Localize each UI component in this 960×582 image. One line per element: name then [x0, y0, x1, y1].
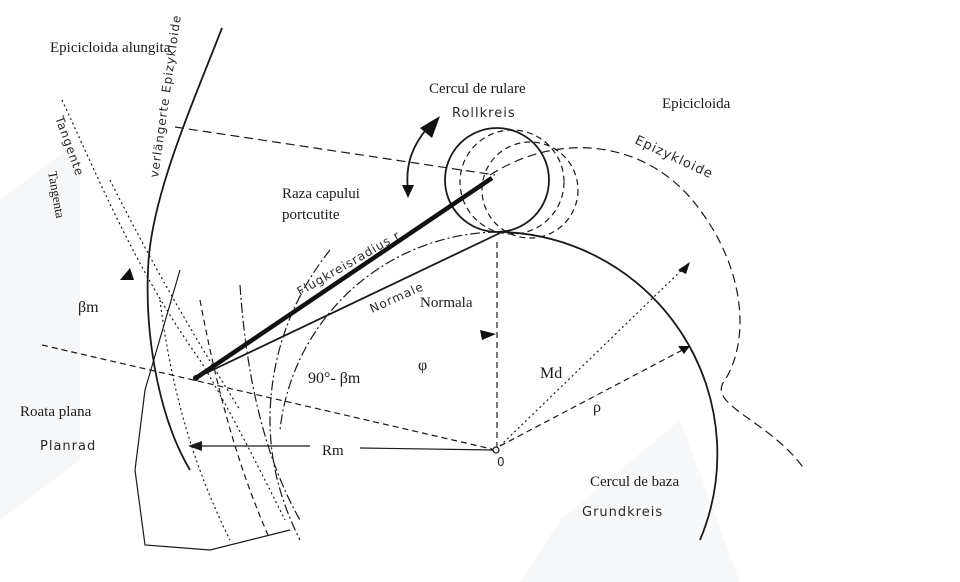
rolling-direction-arrow: [420, 116, 440, 138]
rolling-circle: [444, 127, 550, 233]
label-ninety-minus-beta: 90°- βm: [308, 370, 361, 387]
label-o: 0: [497, 455, 506, 469]
head-circle-arc: [269, 249, 331, 541]
label-rollkreis: Rollkreis: [452, 106, 516, 121]
label-normale: Normale: [368, 279, 427, 315]
planrad-inner-arc-1: [199, 299, 269, 536]
rolling-direction-arc: [406, 124, 431, 191]
label-normala: Normala: [420, 295, 473, 311]
label-grundkreis: Grundkreis: [582, 505, 663, 520]
label-portcutite: portcutite: [282, 207, 340, 223]
label-epicicloida: Epicicloida: [662, 96, 731, 112]
label-beta-m: βm: [78, 299, 99, 316]
radial-line-to-md: [499, 261, 691, 447]
rolling-direction-arrow-bottom: [402, 185, 414, 198]
label-epicicloida-alungita: Epicicloida alungita: [50, 40, 171, 56]
label-epizykloide: Epizykloide: [632, 133, 715, 182]
label-planrad: Planrad: [40, 439, 96, 454]
label-cercul-de-baza: Cercul de baza: [590, 474, 679, 490]
radial-line-to-rho: [499, 345, 691, 447]
tangent-line: [61, 99, 286, 521]
tangent-line-2: [109, 179, 241, 411]
label-cercul-de-rulare: Cercul de rulare: [429, 81, 526, 97]
rolling-circle-dashed-2: [481, 141, 579, 239]
label-verlangerte-epizykloide: verlängerte Epizykloide: [147, 14, 184, 179]
background-watermark: [0, 140, 740, 582]
label-phi: φ: [418, 357, 427, 374]
point-p-marker: [193, 375, 199, 381]
label-rho: ρ: [593, 399, 601, 416]
beta-arrow: [120, 268, 134, 280]
planrad-inner-arc-3: [159, 299, 231, 541]
md-arrow-top: [678, 262, 690, 274]
normal-arrow: [480, 330, 496, 340]
line-p-to-o: [41, 344, 497, 451]
planrad-outline: [134, 269, 291, 551]
extended-epicycloid-curve: [146, 27, 223, 471]
rm-dimension-line-right: [359, 447, 495, 451]
epicycloid-curve: [489, 147, 806, 471]
base-circle-arc: [497, 231, 719, 541]
label-roata-plana: Roata plana: [20, 404, 92, 420]
flugkreisradius-line: [194, 176, 494, 380]
center-o-marker: [492, 446, 500, 454]
base-circle-arc-left: [279, 231, 499, 431]
md-arrow-bottom: [678, 346, 690, 354]
guide-line-top: [174, 126, 496, 176]
normal-line: [199, 232, 501, 377]
label-md: Md: [540, 365, 562, 382]
rm-arrow-head: [188, 441, 202, 451]
label-rm: Rm: [322, 443, 344, 459]
label-raza-capului: Raza capului: [282, 186, 360, 202]
